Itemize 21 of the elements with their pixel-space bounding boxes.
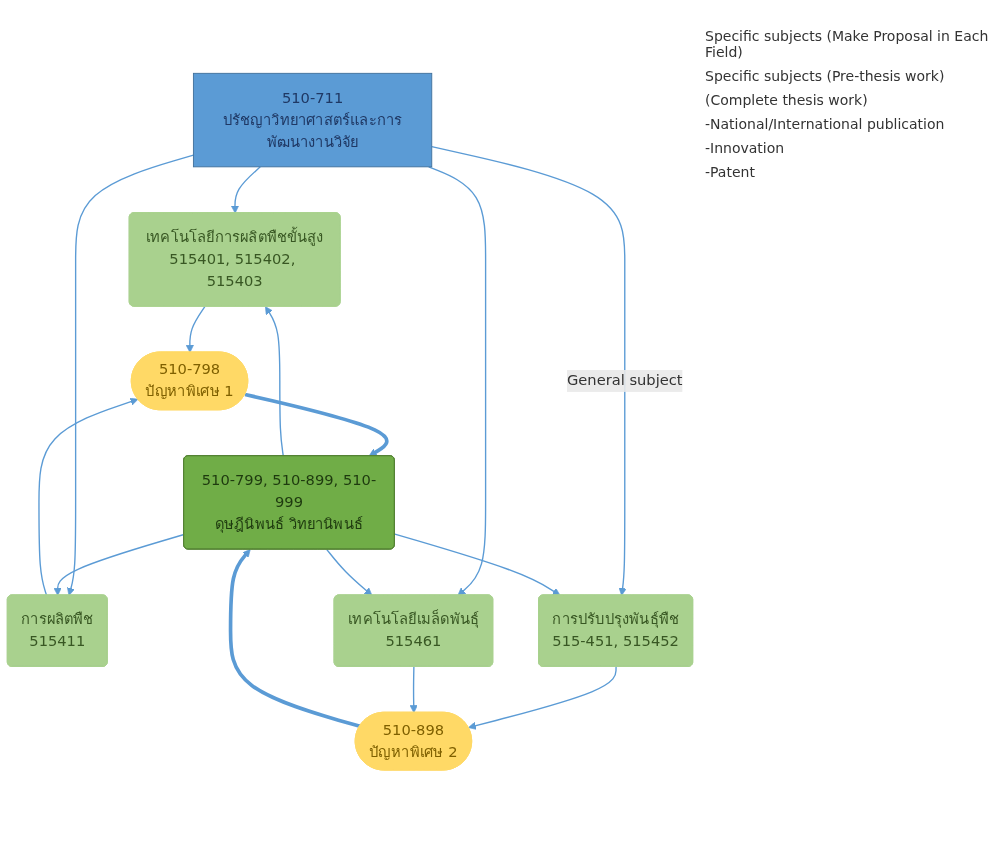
- arrow: [244, 392, 389, 457]
- arrow: [326, 549, 373, 597]
- arrow: [67, 154, 195, 597]
- arrow: [428, 166, 487, 597]
- note-text: -Innovation: [705, 140, 786, 156]
- node-box: 510-711 ปรัชญาวิทยาศาสตร์และการพัฒนางานวิจัย: [192, 73, 433, 168]
- arrow: [38, 398, 139, 597]
- arrow: [185, 306, 206, 354]
- arrow: [394, 533, 561, 597]
- note-text: Specific subjects (Make Proposal in Each Field): [705, 28, 990, 60]
- arrow: [468, 666, 617, 730]
- arrow: [409, 666, 418, 714]
- note-text: -National/International publication: [705, 116, 946, 132]
- arrow: [431, 146, 627, 597]
- arrow: [230, 166, 261, 214]
- note-text: (Complete thesis work): [705, 92, 869, 108]
- arrow: [53, 534, 185, 597]
- arrow: [228, 549, 361, 729]
- note-text: -Patent: [705, 164, 756, 180]
- edge-label: General subject: [566, 372, 683, 390]
- note-text: Specific subjects (Pre-thesis work): [705, 68, 946, 84]
